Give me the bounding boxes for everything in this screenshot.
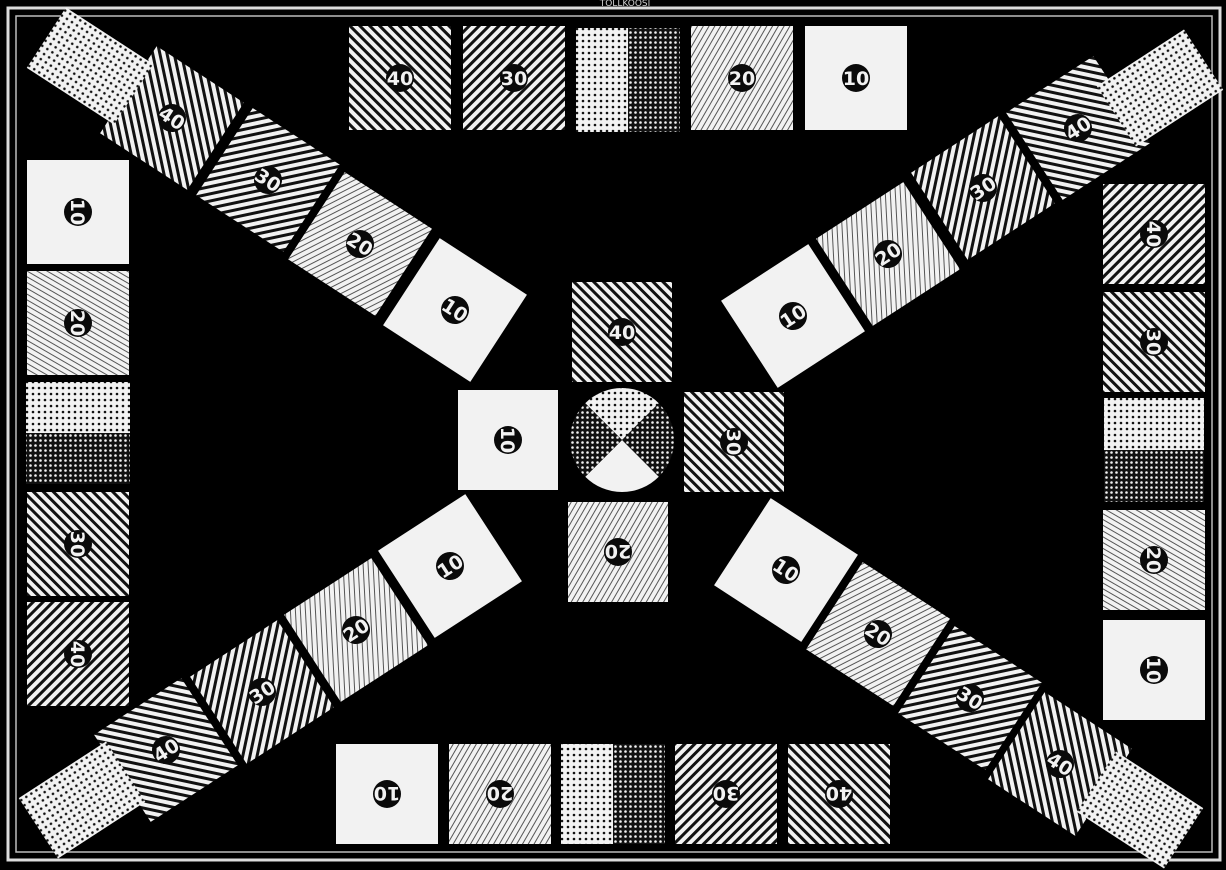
center-tile-bottom-label: 20 [605, 540, 631, 562]
center-tile-right: 30 [684, 392, 784, 492]
top-tile-0: 40 [349, 26, 451, 130]
left-tile-0: 10 [27, 160, 129, 264]
bottom-tile-1: 20 [449, 744, 551, 844]
left-tile-2 [26, 382, 130, 484]
right-tile-1: 30 [1103, 292, 1205, 392]
bottom-tile-2 [561, 744, 665, 844]
left-tile-1-label: 20 [66, 310, 88, 336]
right-tile-0-label: 40 [1142, 221, 1164, 247]
bottom-tile-3-label: 30 [713, 782, 739, 804]
top-tile-0-label: 40 [387, 68, 413, 90]
top-tile-4: 10 [805, 26, 907, 130]
left-tile-1: 20 [27, 271, 129, 375]
center-tile-bottom: 20 [568, 502, 668, 602]
top-tile-1: 30 [463, 26, 565, 130]
top-tile-2 [576, 28, 680, 132]
bottom-tile-0: 10 [336, 744, 438, 844]
right-tile-1-label: 30 [1142, 329, 1164, 355]
left-tile-4: 40 [27, 602, 129, 706]
bottom-tile-4-label: 40 [826, 782, 852, 804]
bottom-tile-0-label: 10 [374, 782, 400, 804]
bottom-tile-1-label: 20 [487, 782, 513, 804]
center-tile-top-label: 40 [609, 322, 635, 344]
right-tile-4-label: 10 [1142, 657, 1164, 683]
center-tile-left: 10 [458, 390, 558, 490]
center-tile-right-label: 30 [722, 429, 744, 455]
left-tile-0-label: 10 [66, 199, 88, 225]
left-tile-3-label: 30 [66, 531, 88, 557]
right-tile-2 [1104, 398, 1204, 502]
left-tile-3: 30 [27, 492, 129, 596]
right-tile-3-label: 20 [1142, 547, 1164, 573]
top-tile-3-label: 20 [729, 68, 755, 90]
board-header-text: TOLLKOOSI [599, 0, 651, 9]
center-tile-left-label: 10 [496, 427, 518, 453]
right-tile-0: 40 [1103, 184, 1205, 284]
center-tile-top: 40 [572, 282, 672, 382]
bottom-tile-4: 40 [788, 744, 890, 844]
top-tile-3: 20 [691, 26, 793, 130]
top-tile-1-label: 30 [501, 68, 527, 90]
right-tile-4: 10 [1103, 620, 1205, 720]
top-tile-4-label: 10 [843, 68, 869, 90]
center-spinner-disc [570, 388, 674, 492]
left-tile-4-label: 40 [66, 641, 88, 667]
right-tile-3: 20 [1103, 510, 1205, 610]
bottom-tile-3: 30 [675, 744, 777, 844]
